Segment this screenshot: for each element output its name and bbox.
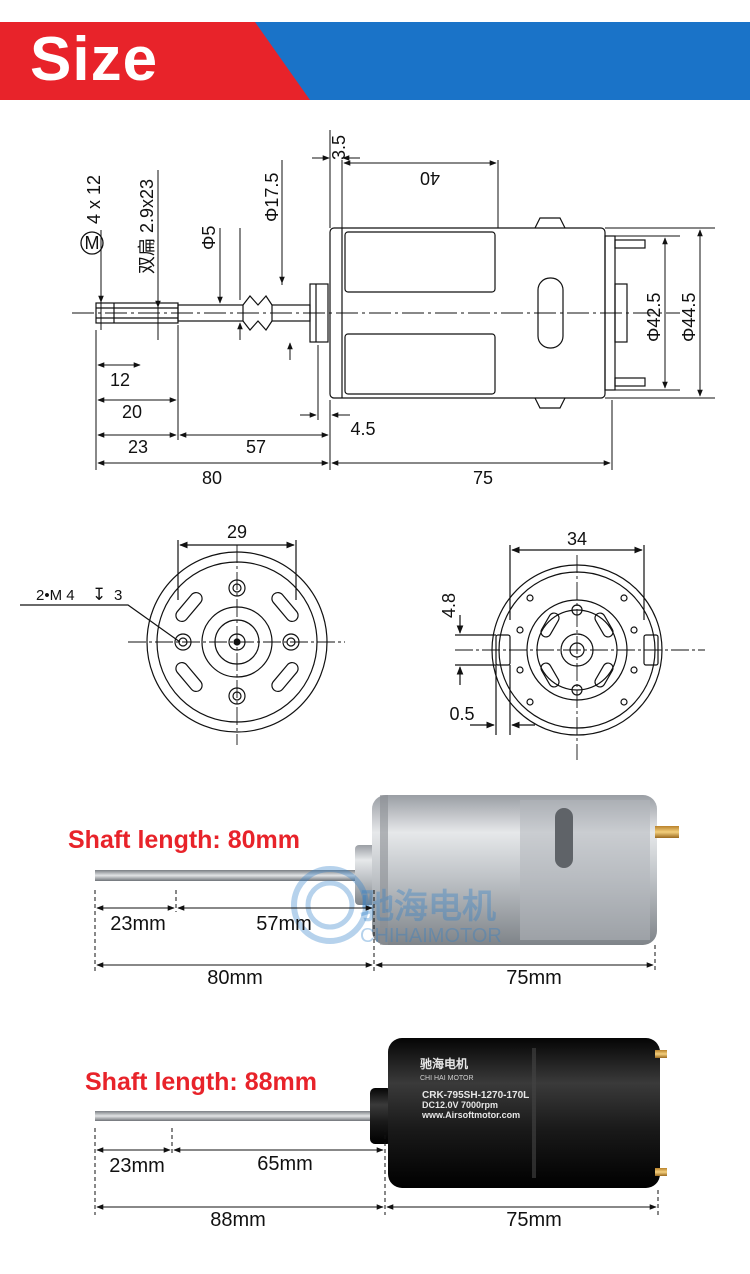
rear-dim-4-8-label: 4.8	[439, 593, 459, 618]
hole-note-symbol: ↧	[92, 585, 106, 604]
black-shaft-length: Shaft length: 88mm	[85, 1068, 317, 1096]
dim-57-label: 57	[246, 437, 266, 457]
black-dim-23: 23mm	[109, 1155, 165, 1177]
dia-42-5-label: Φ42.5	[644, 293, 664, 342]
rear-dim-34-label: 34	[567, 529, 587, 549]
thread-symbol-circle	[80, 231, 104, 255]
thread-symbol: M	[85, 233, 100, 253]
header-red-band	[0, 22, 310, 100]
black-brand-en: CHI HAI MOTOR	[420, 1075, 474, 1082]
side-view-drawing	[72, 217, 680, 409]
black-motor-dimensions	[94, 1128, 659, 1215]
watermark-en: CHIHAIMOTOR	[360, 925, 502, 947]
black-brand-cn: 驰海电机	[420, 1056, 468, 1071]
dim-75-label: 75	[473, 468, 493, 488]
rear-view-drawing	[455, 545, 705, 760]
dim-80-label: 80	[202, 468, 222, 488]
dim-12-label: 12	[110, 370, 130, 390]
rear-dim-0-5-label: 0.5	[449, 704, 474, 724]
thread-label: 4 x 12	[84, 175, 104, 224]
dim-23-label: 23	[128, 437, 148, 457]
hole-note-depth: 3	[114, 587, 122, 604]
dia-44-5-label: Φ44.5	[679, 293, 699, 342]
hole-note-prefix: 2•M 4	[36, 587, 75, 604]
dim-3-5-label: 3.5	[329, 135, 349, 160]
dim-20-label: 20	[122, 402, 142, 422]
black-dim-75: 75mm	[506, 1209, 562, 1231]
dim-40-label: 40	[420, 168, 440, 188]
black-model: CRK-795SH-1270-170L	[422, 1090, 529, 1101]
front-dim-29-label: 29	[227, 522, 247, 542]
watermark-cn: 驰海电机	[360, 888, 496, 926]
dia-shaft-label: Φ5	[199, 226, 219, 250]
black-website: www.Airsoftmotor.com	[421, 1110, 520, 1120]
silver-shaft-length: Shaft length: 80mm	[68, 826, 300, 854]
black-dim-88: 88mm	[210, 1209, 266, 1231]
dia-boss-label: Φ17.5	[262, 173, 282, 222]
silver-dim-57: 57mm	[256, 913, 312, 935]
front-view-drawing	[20, 540, 345, 745]
silver-dim-75: 75mm	[506, 967, 562, 989]
silver-dim-80: 80mm	[207, 967, 263, 989]
page-title: Size	[30, 25, 159, 94]
dim-4-5-label: 4.5	[350, 419, 375, 439]
silver-dim-23: 23mm	[110, 913, 166, 935]
black-motor-photo	[95, 1038, 667, 1188]
side-view-dimension-lines	[95, 130, 715, 470]
black-dim-65: 65mm	[257, 1153, 313, 1175]
black-rating: DC12.0V 7000rpm	[422, 1100, 498, 1110]
header-banner: Size	[0, 0, 750, 100]
silver-motor-photo	[95, 795, 679, 945]
flat-label: 双扁 2.9x23	[137, 179, 157, 274]
silver-motor-dimensions	[94, 890, 656, 972]
